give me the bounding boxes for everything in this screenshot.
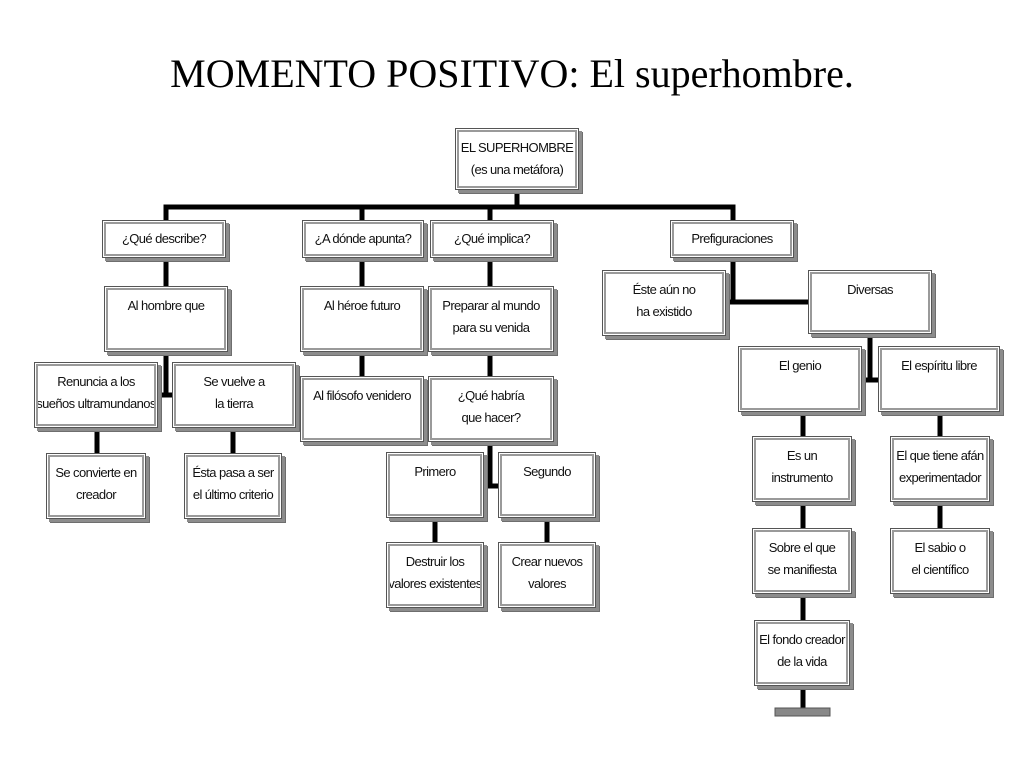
node-renuncia: Renuncia a los sueños ultramundanos [34, 362, 158, 428]
node-que-describe: ¿Qué describe? [102, 220, 226, 258]
node-se-convierte: Se convierte en creador [46, 453, 146, 519]
node-que-implica: ¿Qué implica? [430, 220, 554, 258]
node-es-instrumento: Es un instrumento [752, 436, 852, 502]
node-diversas: Diversas [808, 270, 932, 334]
node-al-hombre-que: Al hombre que [104, 286, 228, 352]
node-sabio: El sabio o el científico [890, 528, 990, 594]
node-este-aun-no: Éste aún no ha existido [602, 270, 726, 336]
node-prefiguraciones: Prefiguraciones [670, 220, 794, 258]
node-espiritu-libre: El espíritu libre [878, 346, 1000, 412]
node-esta-pasa: Ésta pasa a ser el último criterio [184, 453, 282, 519]
node-al-heroe-futuro: Al héroe futuro [300, 286, 424, 352]
node-primero: Primero [386, 452, 484, 518]
page-title: MOMENTO POSITIVO: El superhombre. [170, 51, 854, 96]
node-se-vuelve: Se vuelve a la tierra [172, 362, 296, 428]
connector-base [774, 707, 831, 717]
node-fondo-creador: El fondo creador de la vida [754, 620, 850, 686]
node-al-filosofo: Al filósofo venidero [300, 376, 424, 442]
node-sobre-el-que: Sobre el que se manifiesta [752, 528, 852, 594]
node-a-donde-apunta: ¿A dónde apunta? [302, 220, 424, 258]
node-preparar-mundo: Preparar al mundo para su venida [428, 286, 554, 352]
node-segundo: Segundo [498, 452, 596, 518]
node-root: EL SUPERHOMBRE (es una metáfora) [455, 128, 579, 190]
node-crear: Crear nuevos valores [498, 542, 596, 608]
node-afan-experimentador: El que tiene afán experimentador [890, 436, 990, 502]
node-el-genio: El genio [738, 346, 862, 412]
node-destruir: Destruir los valores existentes [386, 542, 484, 608]
node-que-habria: ¿Qué habría que hacer? [428, 376, 554, 442]
